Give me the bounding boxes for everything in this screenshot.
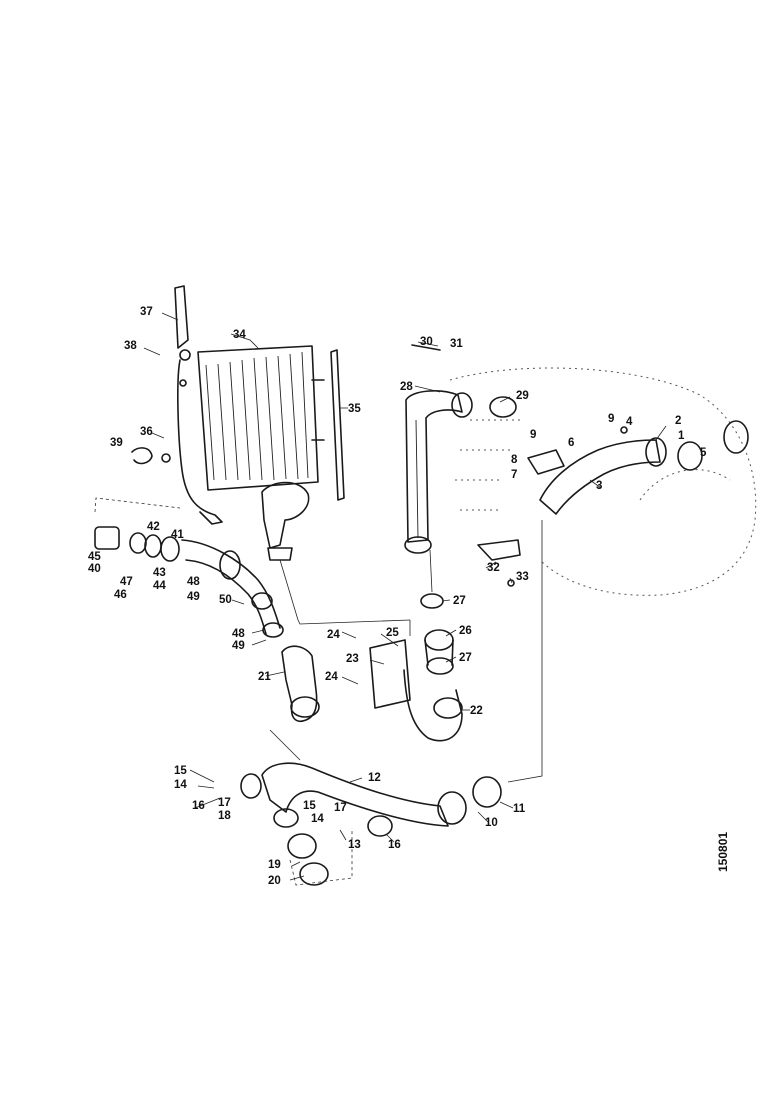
callout-2: 2 xyxy=(675,415,681,427)
callout-8: 8 xyxy=(511,454,518,466)
callout-20: 20 xyxy=(268,875,281,887)
callout-34: 34 xyxy=(233,329,246,341)
callout-38: 38 xyxy=(124,340,137,352)
callout-36: 36 xyxy=(140,426,153,438)
callout-23: 23 xyxy=(346,653,359,665)
drawing-reference-number: 150801 xyxy=(716,832,730,872)
side-bar-35 xyxy=(330,349,345,501)
callout-42: 42 xyxy=(147,521,160,533)
callout-22: 22 xyxy=(470,705,483,717)
callout-31: 31 xyxy=(450,338,463,350)
callout-leaders xyxy=(143,312,667,881)
callout-39: 39 xyxy=(110,437,123,449)
callout-12: 12 xyxy=(368,772,381,784)
callout-29: 29 xyxy=(516,390,529,402)
callout-15: 15 xyxy=(174,765,187,777)
callout-49b: 49 xyxy=(232,640,245,652)
intercooler-outlet-hose xyxy=(261,481,310,561)
callout-18: 18 xyxy=(218,810,231,822)
left-hose-assembly xyxy=(94,497,284,638)
callout-33: 33 xyxy=(516,571,529,583)
pipe-12 xyxy=(240,762,502,886)
callout-26: 26 xyxy=(459,625,472,637)
callout-3: 3 xyxy=(596,480,602,492)
callout-25: 25 xyxy=(386,627,399,639)
callout-47: 47 xyxy=(120,576,133,588)
callout-21: 21 xyxy=(258,671,271,683)
callout-24b: 24 xyxy=(325,671,338,683)
callout-10: 10 xyxy=(485,817,498,829)
callout-4: 4 xyxy=(626,416,633,428)
pipe-3 xyxy=(527,420,749,515)
callout-5: 5 xyxy=(700,447,707,459)
callout-37: 37 xyxy=(140,306,153,318)
hose-21 xyxy=(281,645,320,722)
callout-48b: 48 xyxy=(232,628,245,640)
callout-labels: 37 34 38 35 36 39 30 31 28 29 9 6 8 7 9 … xyxy=(88,306,707,887)
callout-50: 50 xyxy=(219,594,232,606)
callout-9b: 9 xyxy=(608,413,614,425)
callout-44: 44 xyxy=(153,580,166,592)
pipe-28 xyxy=(404,344,517,554)
callout-43: 43 xyxy=(153,567,166,579)
callout-45: 45 xyxy=(88,551,101,563)
callout-27: 27 xyxy=(453,595,466,607)
engine-block-outline xyxy=(449,367,757,596)
callout-19: 19 xyxy=(268,859,281,871)
callout-1: 1 xyxy=(678,430,685,442)
callout-28: 28 xyxy=(400,381,413,393)
callout-7: 7 xyxy=(511,469,517,481)
callout-15b: 15 xyxy=(303,800,316,812)
callout-16b: 16 xyxy=(388,839,401,851)
connection-lines xyxy=(269,520,543,783)
callout-46: 46 xyxy=(114,589,127,601)
callout-9: 9 xyxy=(530,429,536,441)
callout-30: 30 xyxy=(420,336,433,348)
callout-13: 13 xyxy=(348,839,361,851)
callout-14: 14 xyxy=(174,779,187,791)
callout-6: 6 xyxy=(568,437,574,449)
callout-24: 24 xyxy=(327,629,340,641)
callout-48: 48 xyxy=(187,576,200,588)
intercooler-core xyxy=(177,345,325,525)
callout-17: 17 xyxy=(218,797,231,809)
callout-27b: 27 xyxy=(459,652,472,664)
callout-40: 40 xyxy=(88,563,101,575)
bracket-37 xyxy=(174,285,189,349)
callout-41: 41 xyxy=(171,529,184,541)
elbow-assembly-22 xyxy=(369,593,463,742)
callout-49: 49 xyxy=(187,591,200,603)
callout-16: 16 xyxy=(192,800,205,812)
callout-17b: 17 xyxy=(334,802,347,814)
callout-32: 32 xyxy=(487,562,500,574)
callout-14b: 14 xyxy=(311,813,324,825)
callout-35: 35 xyxy=(348,403,361,415)
callout-11: 11 xyxy=(513,803,526,815)
clip-39 xyxy=(131,447,171,465)
